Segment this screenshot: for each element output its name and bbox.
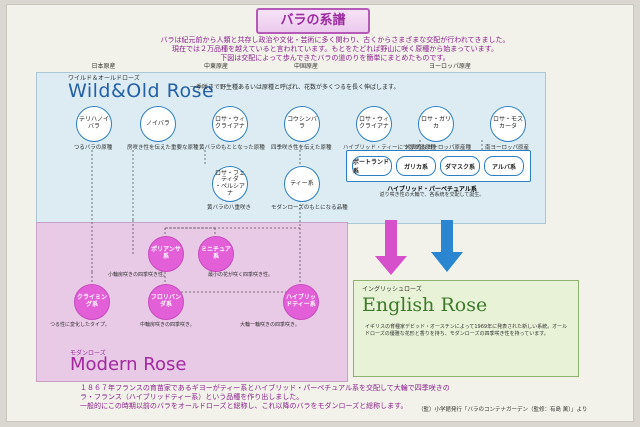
wild-old-title: Wild&Old Rose bbox=[68, 80, 215, 102]
node-hybrid-tea: ハイブリッドティー系 bbox=[283, 284, 319, 320]
hybrid-perpetual-desc: 返り咲き性の大輪で、各系統を交配して誕生。 bbox=[379, 192, 485, 198]
english-description: イギリスの育種家デビッド・オースチンによって1969年に発表された新しい系統。オ… bbox=[365, 324, 568, 338]
node-miniature: ミニチュア系 bbox=[198, 236, 234, 272]
node-polyantha: ポリアンサ系 bbox=[148, 236, 184, 272]
hybrid-perpetual-label: ハイブリッド・パーペチュアル系 bbox=[387, 186, 477, 193]
caption-rosa-moschata: 南ヨーロッパ原産 bbox=[484, 145, 529, 151]
credit-note: （監）小学館発行「バラのコンテナガーデン（監修：有島 薫）」より bbox=[418, 407, 588, 413]
modern-title: Modern Rose bbox=[70, 354, 187, 375]
pill-gallica: ガリカ系 bbox=[396, 156, 436, 176]
desc-hybrid-tea: 大輪一輪咲きの四季咲き。 bbox=[240, 322, 300, 328]
node-climbing: クライミング系 bbox=[74, 284, 110, 320]
desc-floribunda: 中輪房咲きの四季咲き。 bbox=[140, 322, 195, 328]
node-rosa-foetida-persiana: ロサ・フェティダ ・ペルシアナ bbox=[212, 166, 248, 202]
node-rosa-gallica: ロサ・ガリカ bbox=[418, 106, 454, 142]
intro-line-2: 現在では２万品種を越えていると言われています。もとをたどれば野山に咲く原種から始… bbox=[172, 45, 498, 53]
pill-damask: ダマスク系 bbox=[440, 156, 480, 176]
node-koshinbara: コウシンバラ bbox=[284, 106, 320, 142]
node-noibara: ノイバラ bbox=[140, 106, 176, 142]
english-kana: イングリッシュローズ bbox=[362, 286, 422, 293]
caption-rosa-b: ハイブリッド・ティーにつながる原種 bbox=[343, 145, 437, 151]
page-title: バラの系譜 bbox=[256, 8, 370, 34]
node-tea: ティー系 bbox=[284, 166, 320, 202]
desc-climbing: つる性に変化したタイプ。 bbox=[50, 322, 110, 328]
english-panel bbox=[353, 280, 579, 377]
caption-foetida: 黄バラの八重咲き bbox=[206, 205, 251, 211]
modern-kana: モダンローズ bbox=[70, 350, 106, 357]
caption-rosa-a: 黄バラのもととなった原種 bbox=[199, 145, 265, 151]
intro-line-3: 下図は交配によって歩んできたバラの道のりを簡単にまとめたものです。 bbox=[220, 54, 450, 62]
desc-miniature: 最小の花が咲く四季咲き性。 bbox=[208, 272, 274, 278]
wild-old-kana: ワイルド＆オールドローズ bbox=[68, 75, 140, 82]
desc-polyantha: 小輪房咲きの四季咲き性。 bbox=[108, 272, 169, 278]
english-title: English Rose bbox=[362, 294, 488, 316]
node-floribunda: フロリバンダ系 bbox=[148, 284, 184, 320]
footer-line-2: ラ・フランス（ハイブリッドティー系）という品種を作り出しました。 bbox=[80, 393, 304, 401]
arrows bbox=[375, 220, 463, 275]
intro-line-1: バラは紀元前から人類と共存し政治や文化・芸術に多く関わり、古くからさまざまな交配… bbox=[160, 36, 510, 44]
caption-terihanoibara: つるバラの原種 bbox=[73, 145, 113, 151]
node-rosa-moschata: ロサ・モスカータ bbox=[490, 106, 526, 142]
caption-noibara: 房咲き性を伝えた重要な原種 bbox=[127, 145, 199, 151]
footer-line-3: 一般的にこの時期以前のバラをオールドローズと総称し、これ以降のバラをモダンローズ… bbox=[80, 402, 408, 410]
node-rosa-a: ロサ・ウィ クライアナ bbox=[212, 106, 248, 142]
caption-rosa-gallica: 代表的なヨーロッパ原産種 bbox=[405, 145, 472, 151]
caption-koshinbara: 四季咲き性を伝えた原種 bbox=[271, 145, 332, 151]
wild-old-description: 一季咲きで野生種あるいは原種と呼ばれ、花数が多くつるを長く伸ばします。 bbox=[190, 84, 400, 91]
caption-tea: モダンローズのもとになる品種 bbox=[271, 205, 348, 211]
arrow-to-english bbox=[431, 220, 463, 272]
footer-line-1: １８６７年フランスの育苗家であるギヨーがティー系とハイブリッド・パーペチュアル系… bbox=[80, 384, 450, 392]
pill-portland: ポートランド系 bbox=[352, 156, 392, 176]
node-rosa-b: ロサ・ウィ クライアナ bbox=[356, 106, 392, 142]
node-terihanoibara: テリハノイバラ bbox=[76, 106, 112, 142]
pill-alba: アルバ系 bbox=[484, 156, 524, 176]
arrow-to-modern bbox=[375, 220, 407, 275]
